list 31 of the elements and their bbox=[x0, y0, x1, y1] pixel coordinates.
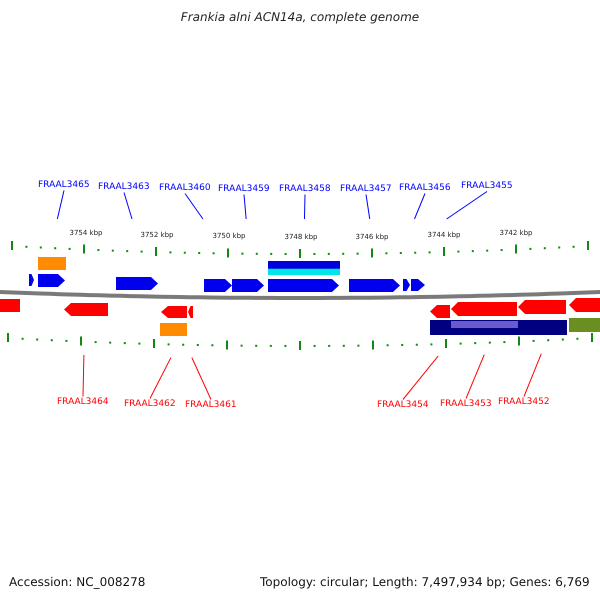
leader-line bbox=[244, 194, 247, 220]
leader-line bbox=[150, 357, 172, 399]
gene-label: FRAAL3463 bbox=[98, 182, 150, 192]
gene-label: FRAAL3452 bbox=[498, 398, 550, 406]
leader-line bbox=[56, 190, 64, 220]
gene-label: FRAAL3457 bbox=[340, 184, 392, 194]
genome-info-text: Topology: circular; Length: 7,497,934 bp; Genes: 6,769 bbox=[260, 576, 590, 588]
leader-line bbox=[82, 354, 84, 397]
gene-label: FRAAL3455 bbox=[461, 182, 513, 190]
gene-label: FRAAL3462 bbox=[124, 400, 176, 408]
gene-label: FRAAL3453 bbox=[440, 400, 492, 408]
leader-line bbox=[524, 353, 542, 397]
leader-line bbox=[124, 192, 132, 220]
gene-label: FRAAL3458 bbox=[279, 184, 331, 194]
accession-text: Accession: NC_008278 bbox=[9, 576, 146, 588]
leader-line bbox=[366, 194, 370, 220]
gene-label: FRAAL3459 bbox=[218, 184, 270, 194]
leader-line bbox=[414, 193, 426, 220]
gene-label: FRAAL3454 bbox=[377, 400, 429, 410]
leader-line bbox=[446, 191, 488, 220]
gene-label: FRAAL3460 bbox=[159, 184, 211, 192]
gene-label: FRAAL3464 bbox=[57, 398, 109, 406]
gene-label: FRAAL3465 bbox=[38, 180, 90, 190]
leader-line bbox=[191, 357, 212, 400]
leader-line bbox=[184, 193, 204, 220]
leader-line bbox=[466, 354, 485, 399]
title: Frankia alni ACN14a, complete genome bbox=[180, 11, 420, 23]
gene-label: FRAAL3461 bbox=[185, 400, 237, 410]
leader-line bbox=[304, 194, 306, 220]
leader-line bbox=[402, 356, 439, 400]
gene-label: FRAAL3456 bbox=[399, 184, 451, 192]
